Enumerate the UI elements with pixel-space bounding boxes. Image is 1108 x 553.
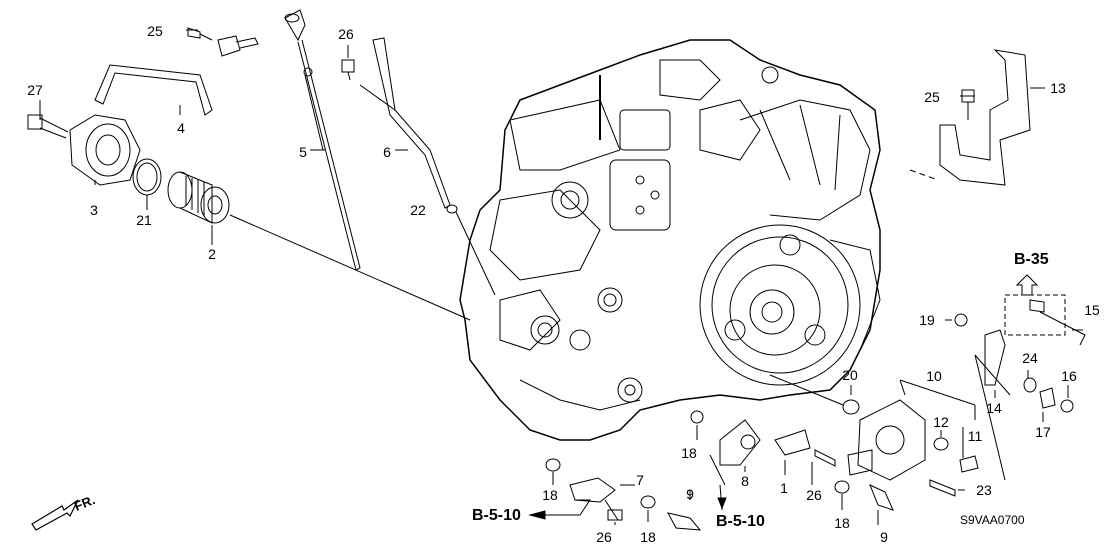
callout-24: 24 bbox=[1022, 350, 1038, 366]
callout-26-bottom: 26 bbox=[596, 529, 612, 545]
washer-22 bbox=[446, 204, 458, 214]
callout-13: 13 bbox=[1050, 80, 1066, 96]
callout-6: 6 bbox=[383, 144, 391, 160]
strainer-housing-3 bbox=[27, 114, 141, 186]
callout-18-bottom: 18 bbox=[640, 529, 656, 545]
callout-21: 21 bbox=[136, 212, 152, 228]
bracket-13 bbox=[939, 49, 1031, 186]
callout-17: 17 bbox=[1035, 424, 1051, 440]
callout-20: 20 bbox=[842, 367, 858, 383]
callout-11: 11 bbox=[967, 428, 983, 444]
callout-25-top: 25 bbox=[147, 23, 163, 39]
callout-3: 3 bbox=[90, 202, 98, 218]
callout-25-right: 25 bbox=[924, 89, 940, 105]
diagram-code: S9VAA0700 bbox=[960, 513, 1025, 527]
callout-12: 12 bbox=[933, 414, 949, 430]
callout-2: 2 bbox=[208, 246, 216, 262]
callout-9-right: 9 bbox=[880, 529, 888, 545]
callout-15: 15 bbox=[1084, 302, 1100, 318]
callout-8: 8 bbox=[741, 473, 749, 489]
callout-23: 23 bbox=[976, 482, 992, 498]
filter-2 bbox=[167, 171, 230, 224]
nut-20 bbox=[842, 399, 860, 415]
dipstick-tube-6 bbox=[359, 37, 451, 209]
callout-16: 16 bbox=[1061, 368, 1077, 384]
callout-26-center: 26 bbox=[806, 487, 822, 503]
ref-b-5-10-right: B-5-10 bbox=[716, 513, 765, 530]
callout-26-top: 26 bbox=[338, 26, 354, 42]
callout-9-center: 9 bbox=[686, 486, 694, 502]
callout-1: 1 bbox=[780, 480, 788, 496]
callout-22: 22 bbox=[410, 202, 426, 218]
callout-19: 19 bbox=[919, 312, 935, 328]
transmission-case bbox=[459, 39, 881, 441]
bolt-25-top bbox=[187, 27, 241, 57]
pipe-4 bbox=[94, 37, 259, 116]
b35-dashed-box bbox=[1004, 294, 1066, 336]
dipstick-5 bbox=[284, 9, 361, 271]
callout-18-right: 18 bbox=[834, 515, 850, 531]
callout-27: 27 bbox=[27, 82, 43, 98]
callout-18-left: 18 bbox=[542, 487, 558, 503]
front-arrow bbox=[31, 499, 79, 531]
position-switch-10 bbox=[847, 399, 926, 481]
callout-4: 4 bbox=[177, 120, 185, 136]
bolt-26-top bbox=[341, 59, 355, 81]
callout-7: 7 bbox=[636, 472, 644, 488]
callout-14: 14 bbox=[986, 400, 1002, 416]
b35-arrow bbox=[1015, 274, 1039, 296]
ref-b-5-10-left: B-5-10 bbox=[472, 507, 521, 524]
callout-5: 5 bbox=[299, 144, 307, 160]
callout-18-center: 18 bbox=[681, 445, 697, 461]
callout-10: 10 bbox=[926, 368, 942, 384]
ref-b35: B-35 bbox=[1014, 251, 1049, 268]
